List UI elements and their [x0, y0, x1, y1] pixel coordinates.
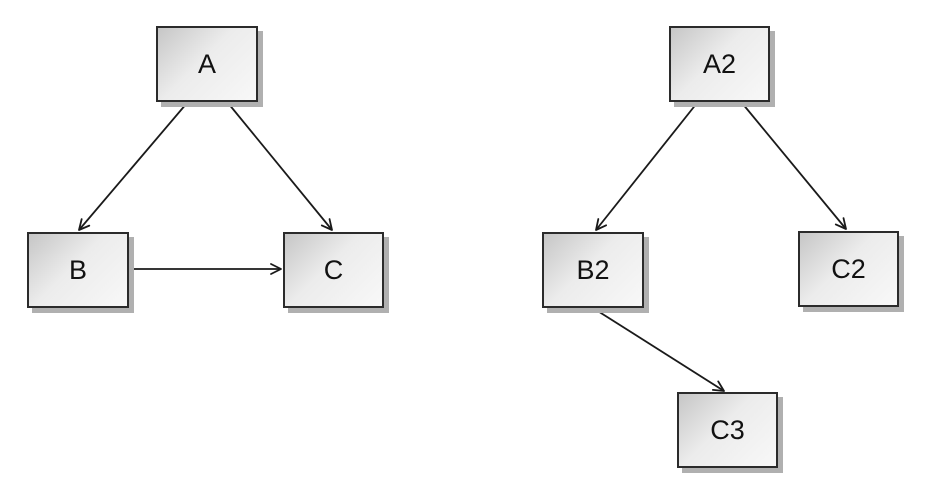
node-A[interactable]: A	[156, 26, 258, 102]
edge-A-C[interactable]	[227, 102, 333, 231]
node-label: C	[323, 254, 344, 285]
node-C3[interactable]: C3	[677, 392, 778, 468]
node-label: B2	[576, 254, 610, 285]
node-label: C3	[710, 414, 745, 445]
node-C[interactable]: C	[283, 232, 384, 308]
node-B[interactable]: B	[27, 232, 129, 308]
node-C2[interactable]: C2	[798, 231, 899, 307]
node-label: B	[68, 254, 87, 285]
node-B2[interactable]: B2	[542, 232, 644, 308]
edge-A-B[interactable]	[78, 102, 188, 231]
node-label: C2	[831, 253, 866, 284]
node-label: A2	[702, 48, 737, 79]
edge-A2-B2[interactable]	[595, 102, 698, 231]
edge-A2-C2[interactable]	[741, 102, 847, 230]
node-label: A	[197, 48, 216, 79]
edge-B2-C3[interactable]	[592, 307, 725, 392]
node-A2[interactable]: A2	[669, 26, 770, 102]
edge-group	[78, 102, 847, 392]
